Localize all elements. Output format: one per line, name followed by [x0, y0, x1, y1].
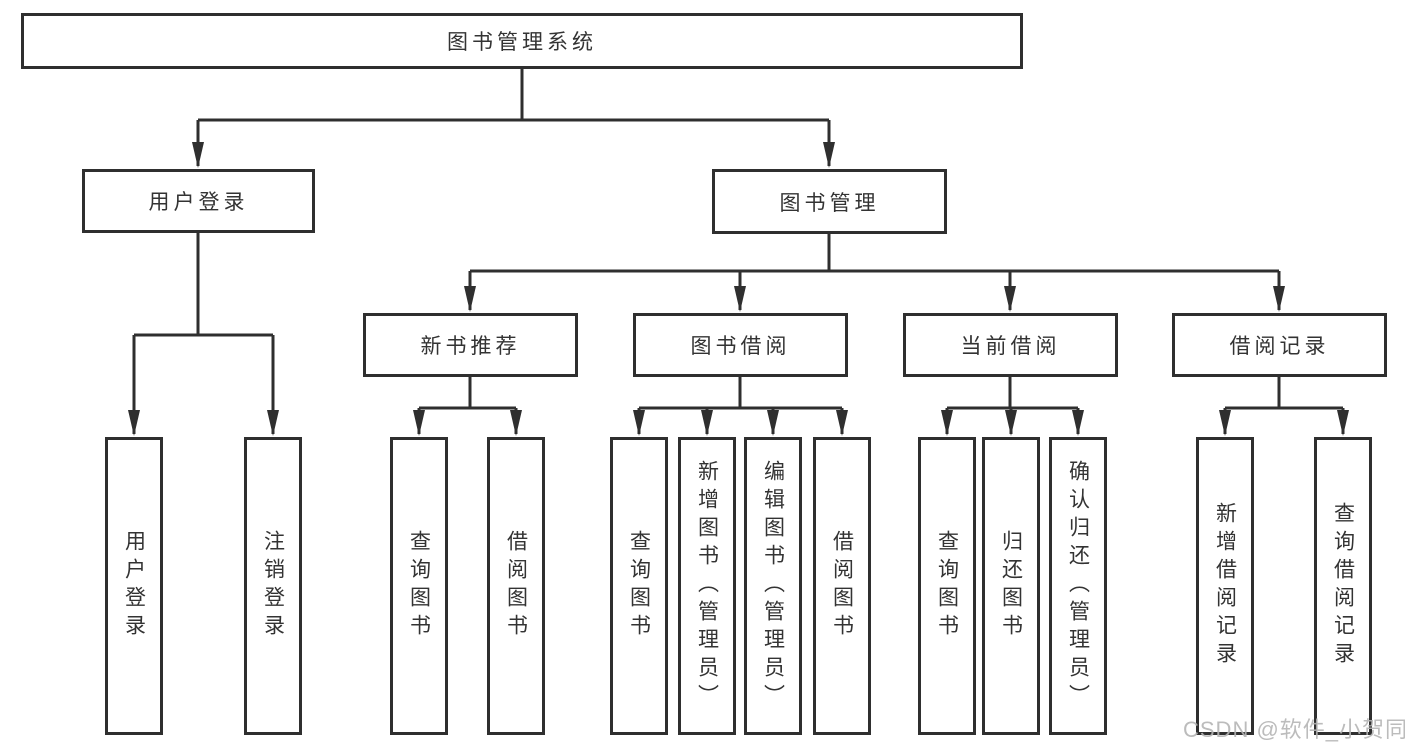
node-label: 注销登录: [261, 530, 285, 642]
node-label: 新书推荐: [420, 335, 521, 358]
node-user-login-branch: 用户登录: [82, 169, 315, 233]
node-label: 查询图书: [627, 530, 651, 642]
node-label: 新增借阅记录: [1213, 502, 1237, 670]
leaf-borrow-book-recommend: 借阅图书: [487, 437, 545, 735]
leaf-return-book: 归还图书: [982, 437, 1040, 735]
node-borrow-records: 借阅记录: [1172, 313, 1387, 377]
node-label: 查询图书: [407, 530, 431, 642]
node-label: 借阅图书: [830, 530, 854, 642]
node-label: 归还图书: [999, 530, 1023, 642]
leaf-logout-login: 注销登录: [244, 437, 302, 735]
leaf-user-login: 用户登录: [105, 437, 163, 735]
node-label: 查询图书: [935, 530, 959, 642]
node-label: 借阅图书: [504, 530, 528, 642]
leaf-borrow-book-borrow: 借阅图书: [813, 437, 871, 735]
node-current-borrow: 当前借阅: [903, 313, 1118, 377]
node-book-borrow: 图书借阅: [633, 313, 848, 377]
leaf-query-borrow-record: 查询借阅记录: [1314, 437, 1372, 735]
node-label: 借阅记录: [1229, 335, 1330, 358]
leaf-add-borrow-record: 新增借阅记录: [1196, 437, 1254, 735]
node-book-management-branch: 图书管理: [712, 169, 947, 234]
leaf-query-book-recommend: 查询图书: [390, 437, 448, 735]
csdn-watermark: CSDN @软件_小贺同学: [1183, 717, 1405, 742]
node-label: 新增图书（管理员）: [695, 460, 719, 712]
node-label: 用户登录: [122, 530, 146, 642]
node-label: 图书管理系统: [447, 31, 597, 54]
node-label: 用户登录: [148, 191, 249, 214]
node-label: 编辑图书（管理员）: [761, 460, 785, 712]
node-root-system: 图书管理系统: [21, 13, 1023, 69]
leaf-confirm-return-admin: 确认归还（管理员）: [1049, 437, 1107, 735]
leaf-edit-book-admin: 编辑图书（管理员）: [744, 437, 802, 735]
leaf-query-book-borrow: 查询图书: [610, 437, 668, 735]
leaf-add-book-admin: 新增图书（管理员）: [678, 437, 736, 735]
node-label: 图书管理: [779, 191, 880, 215]
node-label: 当前借阅: [960, 335, 1061, 358]
node-label: 图书借阅: [690, 335, 791, 358]
node-label: 查询借阅记录: [1331, 502, 1355, 670]
node-new-book-recommend: 新书推荐: [363, 313, 578, 377]
node-label: 确认归还（管理员）: [1066, 460, 1090, 712]
leaf-query-book-current: 查询图书: [918, 437, 976, 735]
